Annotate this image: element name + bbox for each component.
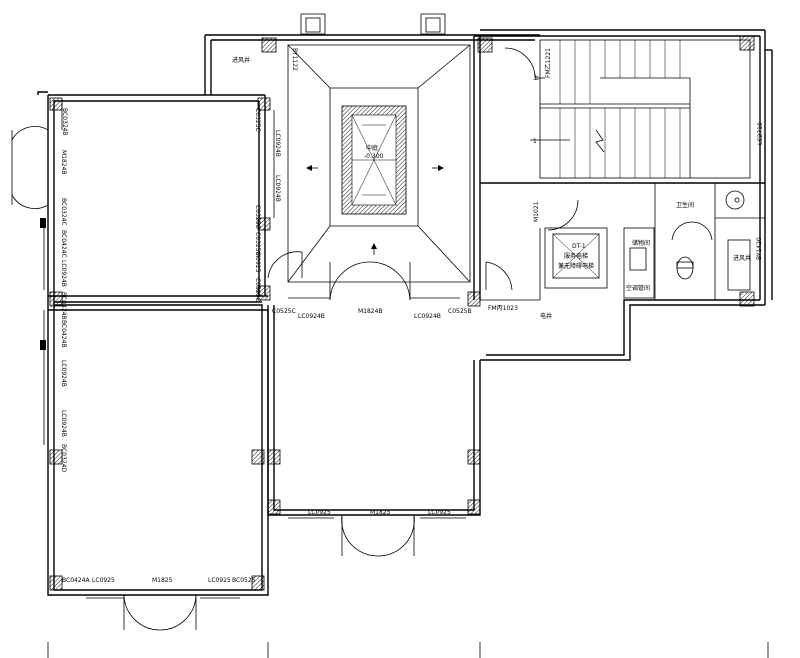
axis-ticks <box>47 642 769 658</box>
label-zhongting: 中庭 <box>366 144 378 152</box>
label-c0325c-mid: C0325C <box>254 205 261 229</box>
label-bc0324b-top: BC0324B <box>61 108 68 136</box>
label-lc0924b-left: LC0924B <box>60 260 67 287</box>
atrium-skylight <box>287 44 471 283</box>
label-by1420: BY1420 <box>756 237 763 260</box>
label-c0525c-corner: C0525C <box>254 278 261 302</box>
label-lc0924b-b1: LC0924B <box>298 313 325 320</box>
label-lc2710: LC2710 <box>757 122 764 145</box>
label-lc0925-b: LC0925 <box>428 509 451 516</box>
label-jinfeng-right: 进风井 <box>733 254 751 262</box>
label-jinfeng-left: 进风井 <box>232 56 250 64</box>
label-lc0924b-r1: LC0924B <box>274 130 281 157</box>
label-m1825-b: M1825 <box>152 577 173 584</box>
label-elev: -0.300 <box>364 153 384 160</box>
columns <box>49 35 755 591</box>
label-c0325c-mid2: C0325C <box>254 232 261 256</box>
label-c0525c-bottom: C0525C <box>272 308 296 315</box>
label-m1824b-left: M1824B <box>60 150 67 175</box>
label-m1824b-bottom: M1824B <box>358 308 383 315</box>
service-core <box>480 39 765 301</box>
label-zhiwujian: 储物间 <box>632 239 650 247</box>
label-c0525b: C0525B <box>448 308 472 315</box>
window-marks <box>40 102 466 599</box>
label-m1825-a: M1825 <box>370 509 391 516</box>
label-m0925: M0925 <box>254 252 261 273</box>
label-fm-stair: FM乙1221 <box>545 48 552 78</box>
label-lc0925-a: LC0925 <box>308 509 331 516</box>
label-dt1: DT-1 <box>572 243 586 250</box>
label-fm1023: FM丙1023 <box>488 305 518 312</box>
label-c0325c-top: C0325C <box>254 108 261 132</box>
outer-walls <box>37 29 773 596</box>
label-bc0525: BC0525 <box>232 577 256 584</box>
label-one: 1 <box>533 138 537 145</box>
room-labels: 进风井 BY1122 BC0324B C0325C LC0924B LC0924… <box>60 48 764 584</box>
label-lc0924b-l3: LC0924B <box>60 410 67 437</box>
stair-treads <box>559 40 681 178</box>
label-lc0924b-b2: LC0924B <box>414 313 441 320</box>
label-bc0324c-left: BC0324C <box>60 198 67 226</box>
label-lc0924b-l2: LC0924B <box>60 360 67 387</box>
roof-bumps <box>300 13 446 35</box>
label-bc0424b-b: BC0424B <box>60 320 67 348</box>
label-fuwu2: 兼无障碍电梯 <box>558 262 594 270</box>
label-bc0424a: BC0424A <box>62 577 90 584</box>
label-lc0925-d: LC0925 <box>208 577 231 584</box>
label-by1122: BY1122 <box>291 48 298 71</box>
label-lc0924b-r1b: LC0924B <box>274 175 281 202</box>
label-bc0324d: BC0324D <box>60 444 67 472</box>
label-dianjing: 电井 <box>540 312 552 320</box>
label-bc0424b-a: BC0424B <box>60 292 67 320</box>
label-bc0424c-left: BC0424C <box>60 230 67 258</box>
label-m1021: M1021 <box>533 201 540 222</box>
label-kongtiao: 空调管间 <box>626 284 650 292</box>
label-weishengjian: 卫生间 <box>676 201 694 209</box>
label-up: 上 <box>533 74 539 82</box>
doors <box>11 47 713 631</box>
label-lc0925-c: LC0925 <box>92 577 115 584</box>
label-fuwu1: 服务电梯 <box>564 252 588 260</box>
